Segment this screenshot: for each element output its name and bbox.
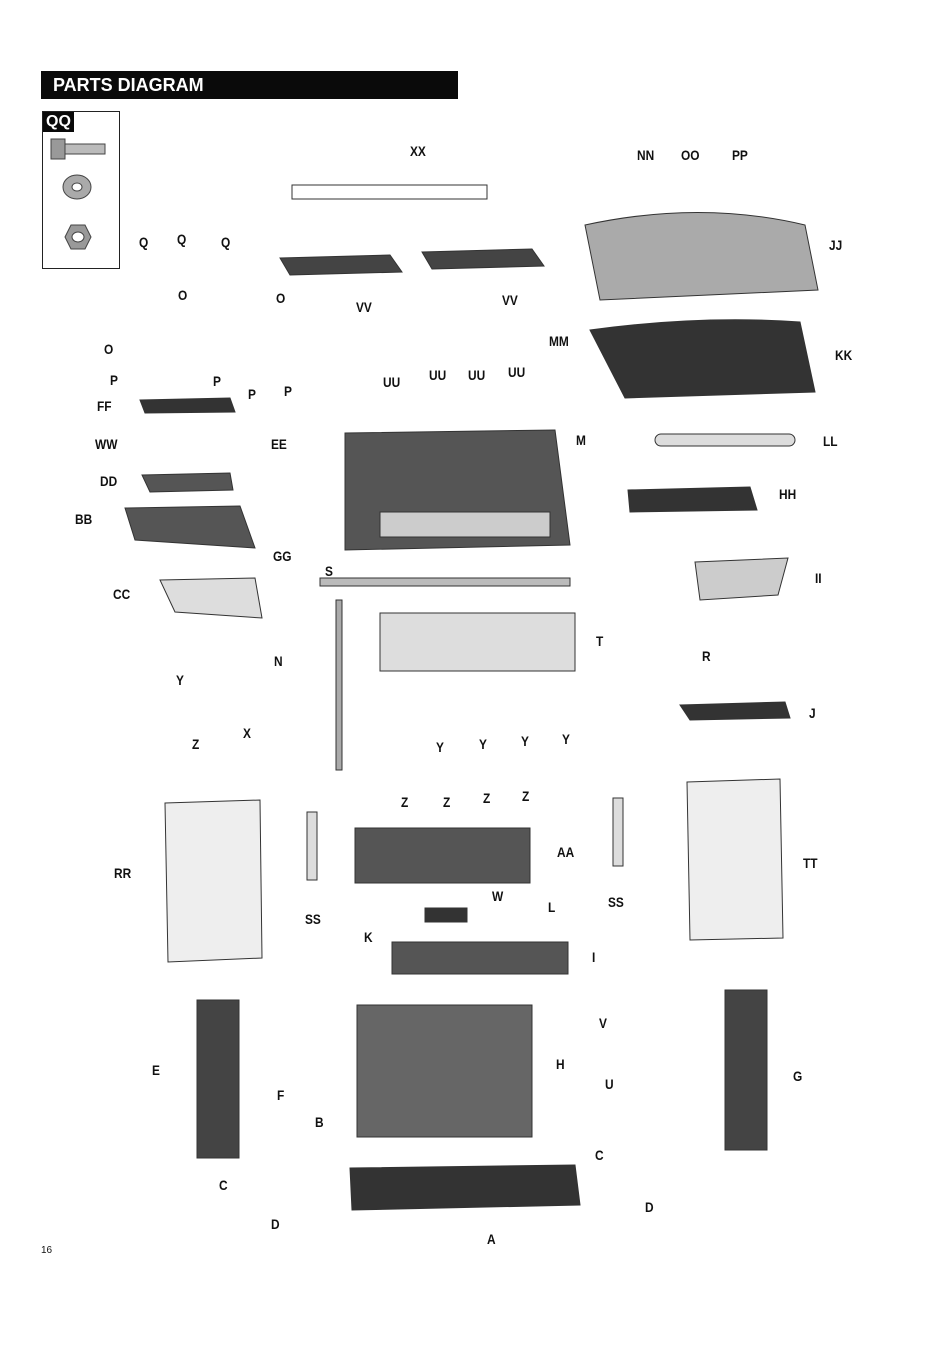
part-label-p: P <box>110 372 118 388</box>
part-label-y: Y <box>436 739 444 755</box>
part-label-p: P <box>248 386 256 402</box>
part-label-s: S <box>325 563 333 579</box>
part-label-vv: VV <box>356 299 372 315</box>
part-label-ww: WW <box>95 436 118 452</box>
part-label-d: D <box>271 1216 280 1232</box>
part-label-q: Q <box>221 234 231 250</box>
part-label-hh: HH <box>779 486 797 502</box>
part-label-bb: BB <box>75 511 93 527</box>
part-label-x: X <box>243 725 251 741</box>
hardware-illustration <box>50 138 106 250</box>
part-label-d: D <box>645 1199 654 1215</box>
part-label-z: Z <box>522 788 530 804</box>
part-label-o: O <box>104 341 114 357</box>
part-label-uu: UU <box>429 367 447 383</box>
part-label-xx: XX <box>410 143 426 159</box>
part-label-oo: OO <box>681 147 700 163</box>
part-label-f: F <box>277 1087 285 1103</box>
part-label-gg: GG <box>273 548 292 564</box>
part-label-uu: UU <box>468 367 486 383</box>
part-label-vv: VV <box>502 292 518 308</box>
part-label-nn: NN <box>637 147 655 163</box>
part-label-uu: UU <box>383 374 401 390</box>
part-label-rr: RR <box>114 865 132 881</box>
part-label-z: Z <box>401 794 409 810</box>
part-label-v: V <box>599 1015 607 1031</box>
part-label-i: I <box>592 949 596 965</box>
part-label-jj: JJ <box>829 237 843 253</box>
inset-label: QQ <box>43 112 74 132</box>
part-label-c: C <box>595 1147 604 1163</box>
part-label-e: E <box>152 1062 160 1078</box>
page-number: 16 <box>41 1245 53 1256</box>
part-label-y: Y <box>562 731 570 747</box>
part-label-q: Q <box>177 231 187 247</box>
part-label-y: Y <box>176 672 184 688</box>
part-label-y: Y <box>521 733 529 749</box>
part-label-aa: AA <box>557 844 575 860</box>
part-label-n: N <box>274 653 283 669</box>
part-label-b: B <box>315 1114 324 1130</box>
part-label-o: O <box>178 287 188 303</box>
part-label-p: P <box>213 373 221 389</box>
part-label-z: Z <box>443 794 451 810</box>
part-label-dd: DD <box>100 473 118 489</box>
part-label-g: G <box>793 1068 803 1084</box>
part-label-ss: SS <box>305 911 321 927</box>
part-label-h: H <box>556 1056 565 1072</box>
part-label-pp: PP <box>732 147 748 163</box>
part-label-ff: FF <box>97 398 112 414</box>
section-title: PARTS DIAGRAM <box>41 71 458 99</box>
hardware-inset: QQ <box>42 111 120 269</box>
part-label-uu: UU <box>508 364 526 380</box>
part-label-cc: CC <box>113 586 131 602</box>
part-label-a: A <box>487 1231 496 1247</box>
part-label-t: T <box>596 633 604 649</box>
part-label-p: P <box>284 383 292 399</box>
part-label-u: U <box>605 1076 614 1092</box>
part-label-kk: KK <box>835 347 853 363</box>
part-label-z: Z <box>192 736 200 752</box>
part-label-ii: II <box>815 570 822 586</box>
part-label-y: Y <box>479 736 487 752</box>
part-label-r: R <box>702 648 711 664</box>
part-label-j: J <box>809 705 816 721</box>
part-label-w: W <box>492 888 504 904</box>
part-label-ss: SS <box>608 894 624 910</box>
part-label-ll: LL <box>823 433 838 449</box>
part-label-m: M <box>576 432 586 448</box>
part-label-o: O <box>276 290 286 306</box>
part-label-ee: EE <box>271 436 287 452</box>
part-label-z: Z <box>483 790 491 806</box>
part-label-q: Q <box>139 234 149 250</box>
part-label-tt: TT <box>803 855 818 871</box>
part-label-l: L <box>548 899 556 915</box>
part-label-k: K <box>364 929 373 945</box>
part-label-c: C <box>219 1177 228 1193</box>
part-label-mm: MM <box>549 333 569 349</box>
